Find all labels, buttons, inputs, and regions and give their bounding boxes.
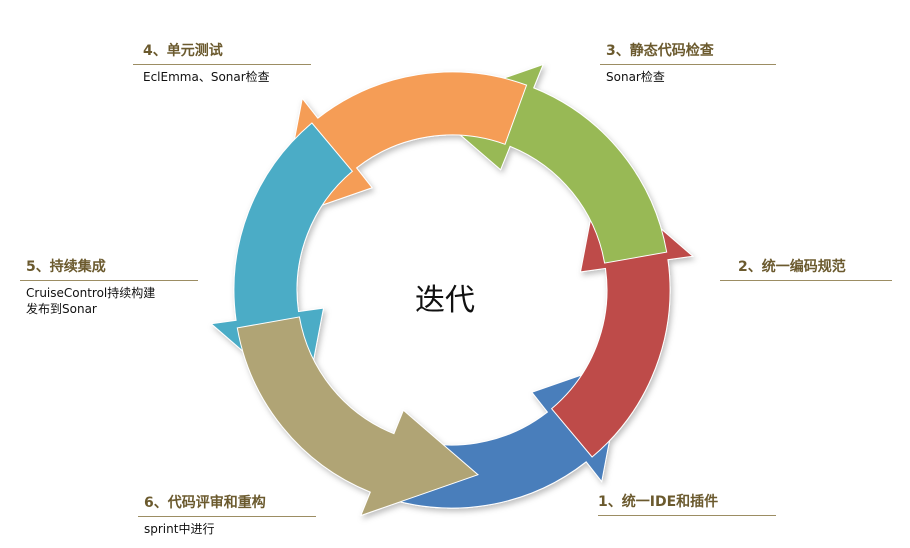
step-6: 6、代码评审和重构 sprint中进行 bbox=[138, 494, 316, 537]
step-3-desc: Sonar检查 bbox=[606, 70, 665, 84]
step-2-title: 2、统一编码规范 bbox=[738, 259, 846, 275]
step-5-title: 5、持续集成 bbox=[26, 259, 106, 275]
step-6-rule bbox=[138, 516, 316, 517]
step-4-title: 4、单元测试 bbox=[143, 43, 223, 59]
step-2-rule bbox=[720, 280, 892, 281]
step-2: 2、统一编码规范 bbox=[720, 258, 892, 281]
step-5-desc: CruiseControl持续构建 发布到Sonar bbox=[26, 286, 156, 316]
step-5-rule bbox=[20, 280, 198, 281]
step-6-arrow bbox=[236, 316, 479, 517]
step-4-desc: EclEmma、Sonar检查 bbox=[143, 70, 270, 84]
step-6-desc: sprint中进行 bbox=[144, 522, 215, 536]
step-1-rule bbox=[598, 515, 776, 516]
step-6-title: 6、代码评审和重构 bbox=[144, 495, 266, 511]
step-4-rule bbox=[133, 64, 311, 65]
center-label-iteration: 迭代 bbox=[415, 283, 475, 318]
step-3-title: 3、静态代码检查 bbox=[606, 43, 714, 59]
step-5: 5、持续集成 CruiseControl持续构建 发布到Sonar bbox=[20, 258, 198, 317]
step-1: 1、统一IDE和插件 bbox=[598, 493, 776, 516]
step-4: 4、单元测试 EclEmma、Sonar检查 bbox=[133, 42, 311, 85]
step-3-rule bbox=[600, 64, 776, 65]
step-1-title: 1、统一IDE和插件 bbox=[598, 494, 719, 510]
step-3: 3、静态代码检查 Sonar检查 bbox=[600, 42, 776, 85]
